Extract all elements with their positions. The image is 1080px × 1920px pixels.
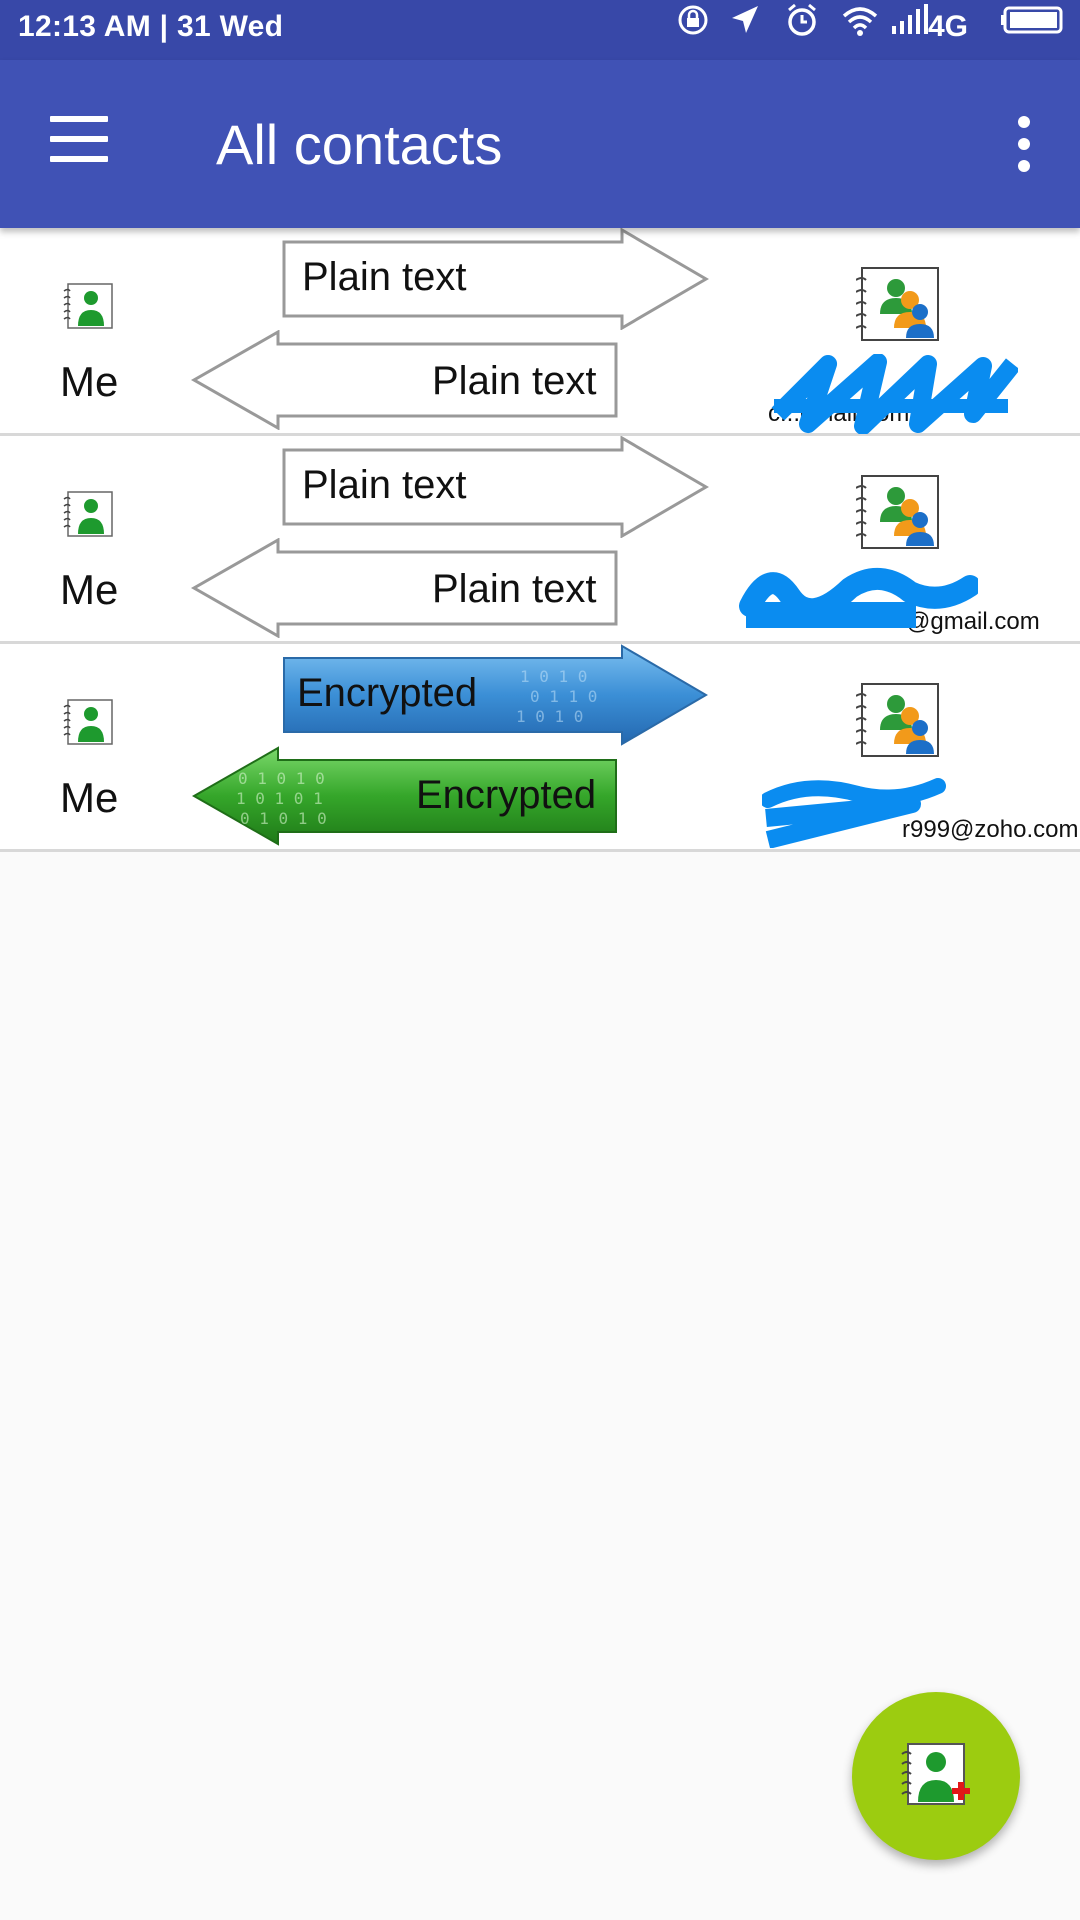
outgoing-plain-arrow-icon <box>282 228 709 330</box>
contact-email: r999@zoho.com <box>902 816 1079 843</box>
redaction-scribble <box>771 354 1018 434</box>
svg-text:1 0 1 0: 1 0 1 0 <box>516 707 583 726</box>
screen-rotation-lock-icon <box>678 5 708 35</box>
add-contact-icon <box>901 1743 970 1805</box>
outgoing-encrypted-arrow-icon: 1 0 1 00 1 1 01 0 1 0 <box>283 644 708 746</box>
contact-card-icon <box>856 266 942 342</box>
outgoing-status-label: Plain text <box>302 255 467 299</box>
network-type: 4G <box>927 10 968 43</box>
svg-text:0 1 0 1 0: 0 1 0 1 0 <box>238 769 325 788</box>
hamburger-menu-icon[interactable] <box>50 116 112 164</box>
svg-text:0 1 1 0: 0 1 1 0 <box>530 687 597 706</box>
battery-icon <box>1001 6 1063 34</box>
alarm-icon <box>788 3 816 36</box>
svg-text:0 1 0 1 0: 0 1 0 1 0 <box>240 809 327 828</box>
more-vert-icon[interactable] <box>1004 116 1044 172</box>
contact-list: Me Plain text Plain text c...gmail.com M… <box>0 228 1080 852</box>
page-title: All contacts <box>216 113 503 176</box>
incoming-status-label: Plain text <box>432 567 597 611</box>
incoming-status-label: Encrypted <box>416 773 597 817</box>
outgoing-status-label: Encrypted <box>297 671 478 715</box>
incoming-plain-arrow-icon <box>190 330 618 430</box>
contact-row[interactable]: Me Plain text Plain text c...gmail.com <box>0 228 1080 436</box>
incoming-status-label: Plain text <box>432 359 597 403</box>
me-label: Me <box>60 358 119 405</box>
svg-text:1 0 1 0 1: 1 0 1 0 1 <box>236 789 323 808</box>
redaction-scribble <box>762 778 946 848</box>
app-bar: All contacts <box>0 60 1080 228</box>
my-contact-card-icon <box>62 490 114 538</box>
contact-email: @gmail.com <box>906 608 1040 635</box>
redaction-scribble <box>739 567 978 628</box>
my-contact-card-icon <box>62 282 114 330</box>
location-arrow-icon <box>732 6 758 33</box>
wifi-icon <box>842 7 878 36</box>
incoming-encrypted-arrow-icon: 0 1 0 1 01 0 1 0 10 1 0 1 0 <box>191 746 617 846</box>
outgoing-status-label: Plain text <box>302 463 467 507</box>
svg-text:1 0 1 0: 1 0 1 0 <box>520 667 587 686</box>
incoming-plain-arrow-icon <box>190 538 618 638</box>
status-bar: 12:13 AM | 31 Wed 4G <box>0 0 1080 60</box>
me-label: Me <box>60 774 119 821</box>
outgoing-plain-arrow-icon <box>282 436 709 538</box>
signal-icon <box>892 4 928 34</box>
me-label: Me <box>60 566 119 613</box>
my-contact-card-icon <box>62 698 114 746</box>
contact-row[interactable]: Me Plain text Plain text @gmail.com <box>0 436 1080 644</box>
add-contact-button[interactable] <box>852 1692 1020 1860</box>
contact-card-icon <box>856 682 942 758</box>
status-time: 12:13 AM | 31 Wed <box>18 10 284 43</box>
contact-card-icon <box>856 474 942 550</box>
